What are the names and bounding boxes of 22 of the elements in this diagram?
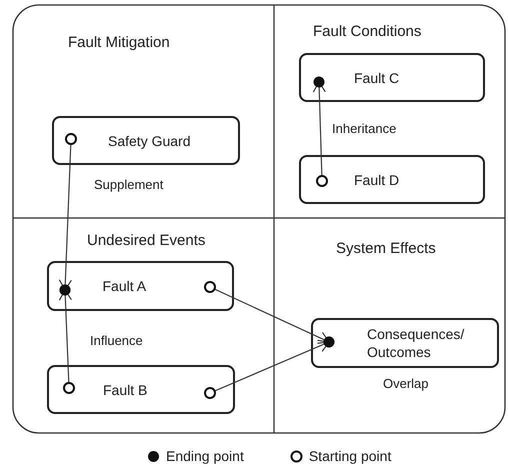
legend-label: Starting point <box>308 447 392 466</box>
connector <box>58 284 75 394</box>
section-heading: Undesired Events <box>87 231 206 251</box>
connector <box>204 281 335 348</box>
rounded-box <box>299 155 485 204</box>
section-heading: Fault Conditions <box>313 22 422 42</box>
section-heading: System Effects <box>336 239 436 259</box>
box-label: Safety Guard <box>108 132 192 150</box>
relation-label: Overlap <box>383 375 429 393</box>
rounded-box <box>47 365 235 414</box>
box-label: Consequences/ Outcomes <box>367 325 466 361</box>
section-heading: Fault Mitigation <box>68 33 170 53</box>
connector <box>312 76 328 187</box>
box-label: Fault A <box>102 277 148 295</box>
legend-label: Ending point <box>166 447 244 466</box>
box-label: Fault D <box>354 170 400 188</box>
box-label: Fault C <box>354 68 400 86</box>
rounded-box <box>47 261 234 311</box>
rounded-box <box>299 53 485 102</box>
connector <box>204 336 335 399</box>
box-label: Fault B <box>103 380 148 398</box>
relation-label: Supplement <box>94 176 164 194</box>
